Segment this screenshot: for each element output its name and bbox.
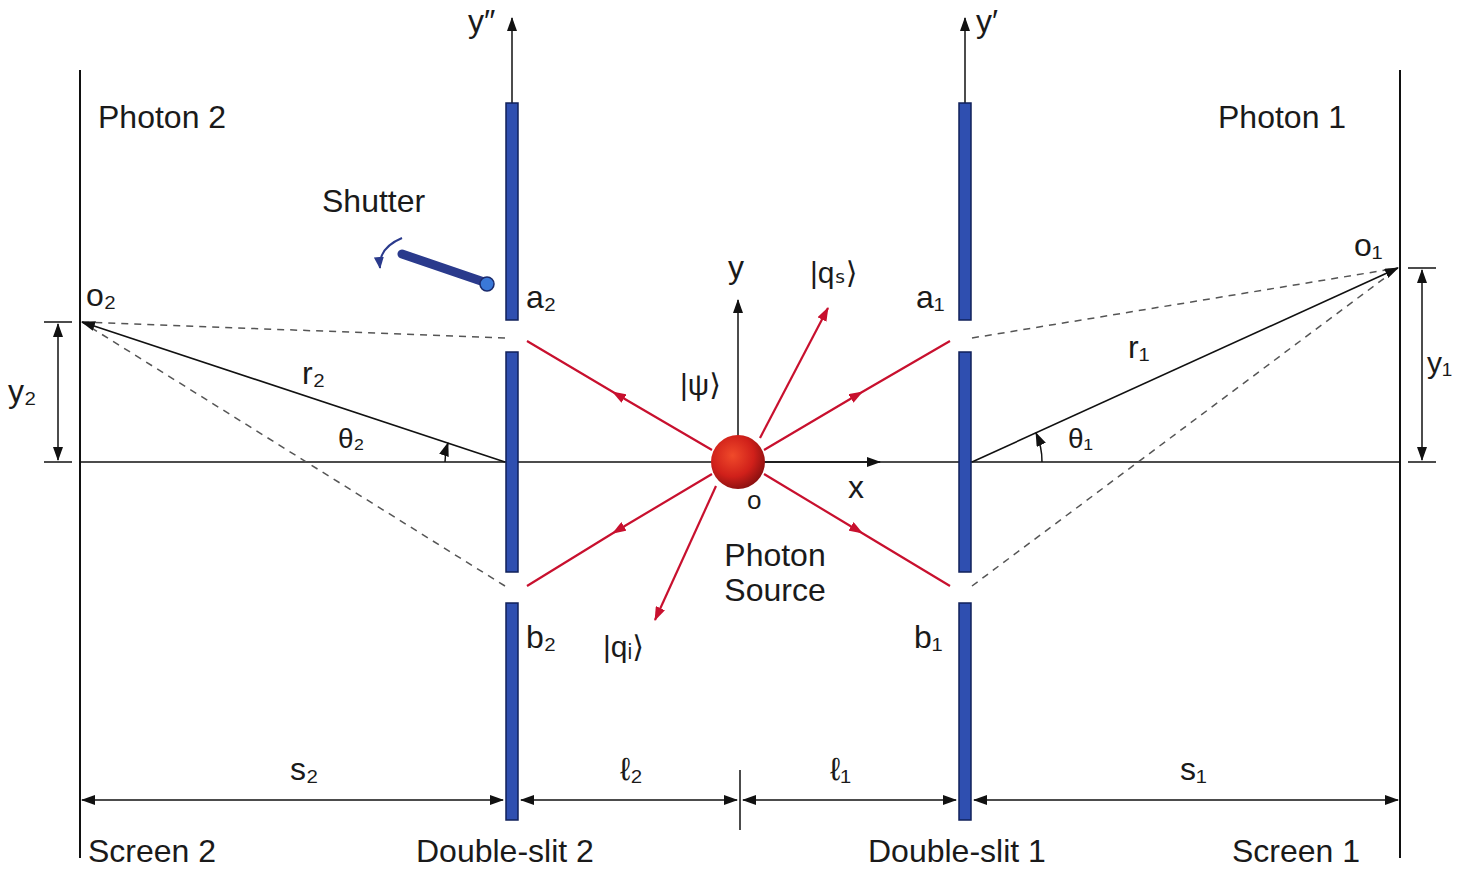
screen-label: Screen 1 (1232, 834, 1360, 869)
distance-label: r₁ (1128, 330, 1149, 365)
dimension-label: ℓ₂ (620, 752, 643, 787)
dimension-label: y₂ (8, 374, 36, 409)
dimension-label: s₂ (290, 752, 318, 787)
dimension-label: y₁ (1427, 346, 1452, 379)
slit-label: Double-slit 1 (868, 834, 1046, 869)
axis-label: x (848, 470, 864, 505)
distance-label: r₂ (302, 356, 325, 391)
slit-label: b₁ (914, 620, 943, 655)
dimension-label: s₁ (1180, 752, 1207, 787)
state-label: |qᵢ⟩ (603, 630, 644, 663)
slit-label: a₂ (526, 280, 556, 315)
axis-label: y″ (468, 4, 495, 39)
photon-label: Photon 1 (1218, 100, 1346, 135)
dimension-label: ℓ₁ (830, 752, 851, 787)
slit-label: a₁ (916, 280, 945, 315)
slit-label: b₂ (526, 620, 556, 655)
axis-label: y (728, 250, 744, 285)
state-label: |qₛ⟩ (810, 256, 857, 289)
point-label: o₁ (1354, 228, 1383, 263)
slit-label: Double-slit 2 (416, 834, 594, 869)
angle-label: θ₁ (1068, 424, 1093, 455)
origin-label: o (747, 486, 761, 515)
screen-label: Screen 2 (88, 834, 216, 869)
axis-label: y′ (976, 4, 998, 39)
source-label: Photon Source (700, 538, 850, 608)
angle-label: θ₂ (338, 424, 364, 455)
shutter-label: Shutter (322, 184, 425, 219)
state-label: |ψ⟩ (680, 368, 721, 401)
point-label: o₂ (86, 278, 116, 313)
photon-label: Photon 2 (98, 100, 226, 135)
